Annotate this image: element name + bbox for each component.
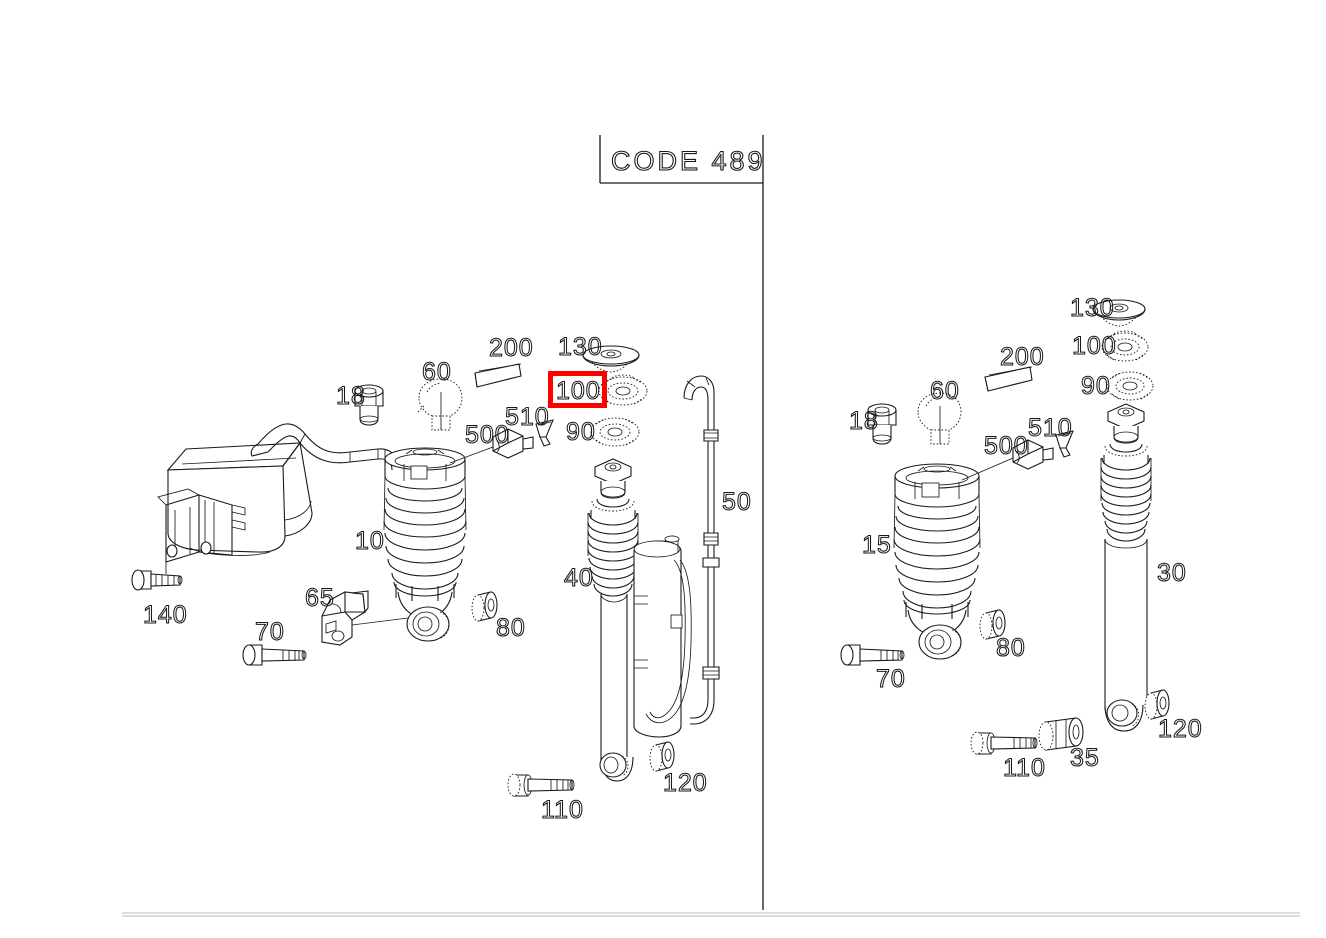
part-510-valve-plug-right xyxy=(1055,430,1074,458)
callout-500: 500 xyxy=(465,421,510,449)
part-90-spring-seat xyxy=(590,417,640,447)
part-130-plate xyxy=(582,345,640,373)
part-50-sensor-cable xyxy=(683,375,720,725)
right-callout-labels: 130 100 90 200 18 60 500 510 15 70 80 30… xyxy=(848,293,1203,782)
callout-18-right: 18 xyxy=(849,407,879,435)
air-reservoir-tank xyxy=(166,442,313,556)
code-label: CODE 489 xyxy=(611,146,766,176)
callout-200-right: 200 xyxy=(1000,343,1045,371)
part-70-bolt xyxy=(242,644,307,666)
callout-18: 18 xyxy=(336,382,366,410)
part-200-wedge xyxy=(474,363,522,388)
part-90-spring-seat-right xyxy=(1106,371,1154,401)
highlight-box-part-100 xyxy=(548,371,607,408)
leader-500-right xyxy=(961,457,1014,481)
part-70-bolt-right xyxy=(840,644,905,666)
part-60-bump-stop-right xyxy=(917,392,962,445)
callout-90-right: 90 xyxy=(1081,372,1111,400)
callout-510: 510 xyxy=(505,403,550,431)
callout-110: 110 xyxy=(541,796,584,824)
callout-140: 140 xyxy=(143,601,188,629)
leader-65 xyxy=(351,617,409,626)
callout-130-right: 130 xyxy=(1070,294,1115,322)
callout-120-right: 120 xyxy=(1158,715,1203,743)
left-assembly xyxy=(131,345,720,797)
part-18-union-nut-right xyxy=(867,403,897,445)
part-65-bracket xyxy=(321,590,369,646)
callout-130: 130 xyxy=(558,333,603,361)
callout-70: 70 xyxy=(255,618,285,646)
part-80-washer-right xyxy=(979,609,1006,640)
part-510-valve-plug xyxy=(535,419,554,447)
callout-50: 50 xyxy=(722,488,752,516)
air-spring-strut-10 xyxy=(383,447,467,642)
callout-70-right: 70 xyxy=(876,665,906,693)
callout-60: 60 xyxy=(422,358,452,386)
callout-200: 200 xyxy=(489,334,534,362)
callout-100: 100 xyxy=(556,377,601,405)
right-assembly xyxy=(840,299,1170,755)
part-110-bolt-left xyxy=(507,773,575,797)
part-60-bump-stop xyxy=(417,378,463,431)
callout-35: 35 xyxy=(1070,744,1100,772)
part-80-washer xyxy=(471,591,498,622)
code-frame xyxy=(599,135,764,910)
callout-100-right: 100 xyxy=(1072,332,1117,360)
callout-80: 80 xyxy=(496,614,526,642)
part-140-bolt xyxy=(131,569,183,591)
part-120-washer-left xyxy=(649,741,675,772)
part-500-valve-block xyxy=(492,428,534,459)
leader-500 xyxy=(449,446,494,464)
callout-15: 15 xyxy=(862,531,892,559)
part-120-washer-right xyxy=(1144,689,1170,720)
part-35-bushing xyxy=(1038,717,1084,751)
part-200-wedge-right xyxy=(984,366,1033,392)
part-100-spring-seat-right xyxy=(1101,330,1149,362)
air-spring-strut-15 xyxy=(893,463,981,660)
left-callout-labels: 18 60 200 130 100 90 500 510 10 140 65 7… xyxy=(142,332,752,824)
part-130-plate-right xyxy=(1092,299,1146,327)
shock-absorber-30 xyxy=(1100,403,1152,732)
callout-110-right: 110 xyxy=(1003,754,1046,782)
callout-500-right: 500 xyxy=(984,432,1029,460)
page-borders xyxy=(122,912,1300,917)
callout-65: 65 xyxy=(305,584,335,612)
callout-120: 120 xyxy=(663,769,708,797)
shock-absorber-40 xyxy=(587,458,692,782)
callout-10: 10 xyxy=(355,527,385,555)
part-100-spring-seat xyxy=(598,374,648,406)
callout-90: 90 xyxy=(566,418,596,446)
callout-40: 40 xyxy=(564,564,594,592)
callout-60-right: 60 xyxy=(930,377,960,405)
callout-80-right: 80 xyxy=(996,634,1026,662)
tank-bracket xyxy=(157,488,246,563)
callout-30: 30 xyxy=(1157,559,1187,587)
part-500-valve-block-right xyxy=(1012,439,1054,470)
part-110-bolt-right xyxy=(970,731,1038,755)
part-18-union-nut xyxy=(354,384,384,426)
callout-510-right: 510 xyxy=(1028,414,1073,442)
